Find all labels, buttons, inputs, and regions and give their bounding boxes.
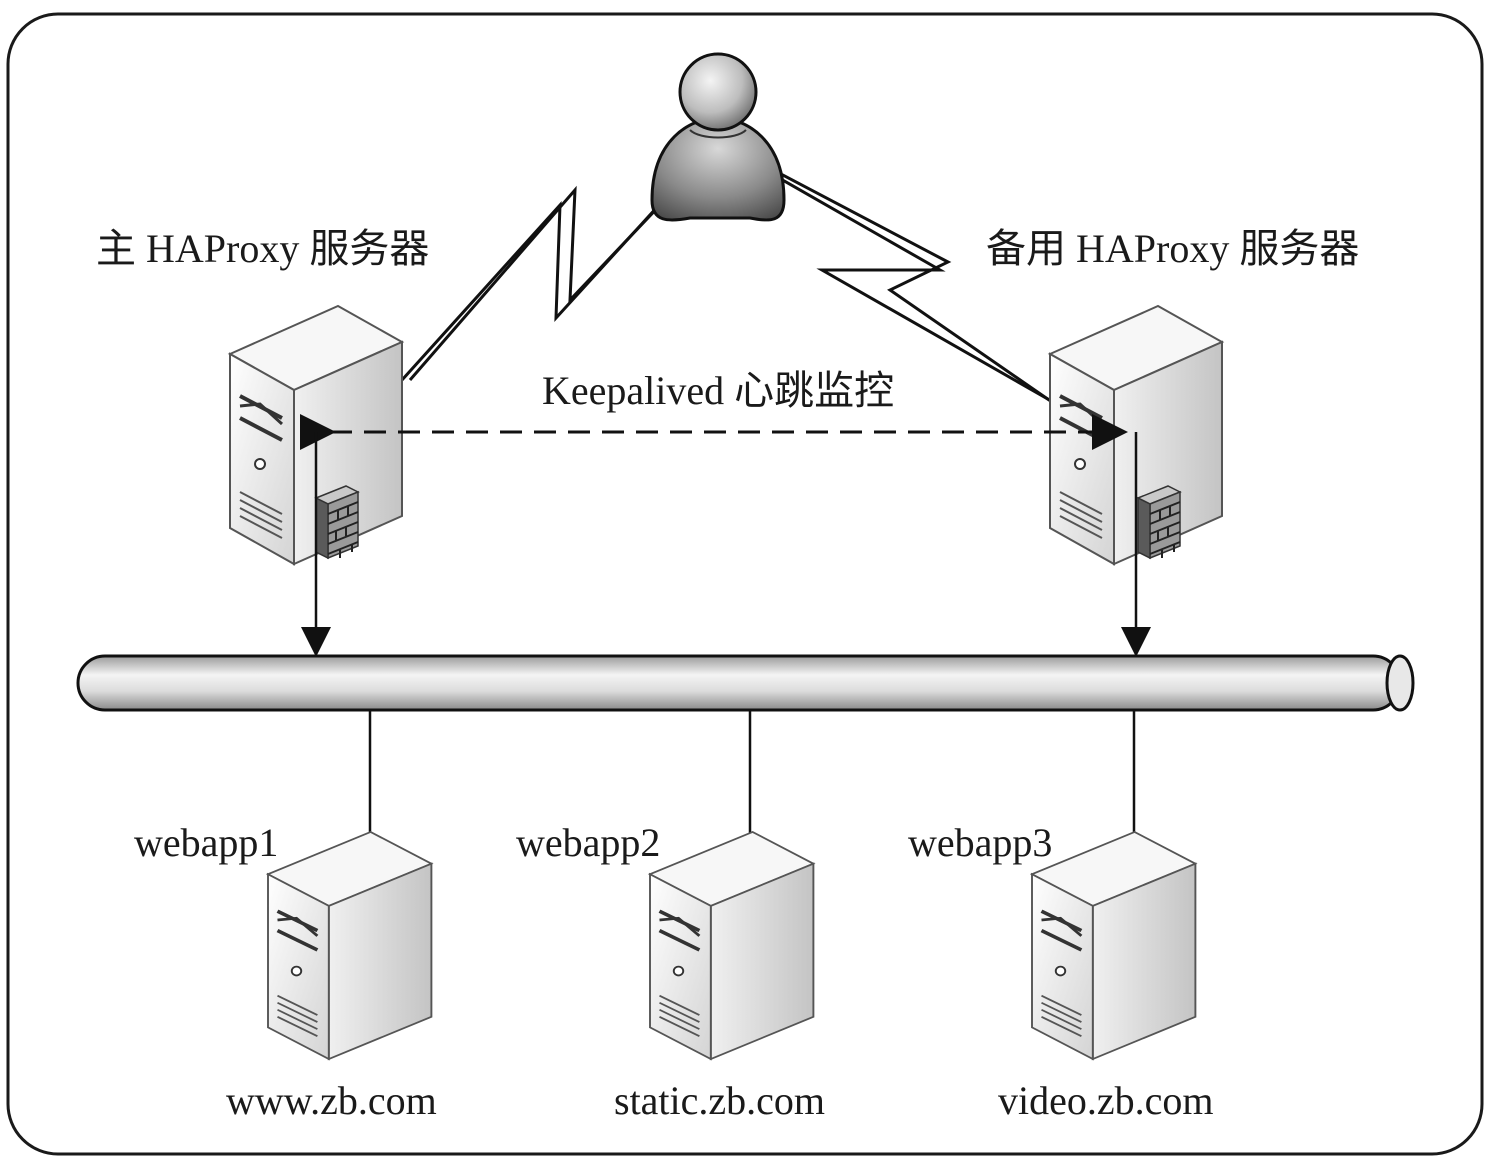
user-icon	[650, 52, 786, 222]
webapp3-server-icon	[1030, 830, 1198, 1061]
webapp2-domain: static.zb.com	[614, 1078, 825, 1123]
backup-server-label: 备用 HAProxy 服务器	[986, 226, 1359, 271]
backup-firewall-icon	[1137, 485, 1181, 559]
link-user-to-backup	[719, 140, 1061, 408]
webapp1-name: webapp1	[134, 820, 278, 865]
webapp2-name: webapp2	[516, 820, 660, 865]
primary-firewall-icon	[315, 485, 359, 559]
heartbeat-label: Keepalived 心跳监控	[542, 368, 894, 413]
webapp1-server-icon	[266, 830, 434, 1061]
primary-server-label: 主 HAProxy 服务器	[96, 226, 429, 271]
webapp2-server-icon	[648, 830, 816, 1061]
webapp3-name: webapp3	[908, 820, 1052, 865]
webapp3-domain: video.zb.com	[998, 1078, 1214, 1123]
network-bus	[76, 654, 1415, 712]
webapp1-domain: www.zb.com	[226, 1078, 437, 1123]
link-user-to-primary	[400, 140, 722, 382]
